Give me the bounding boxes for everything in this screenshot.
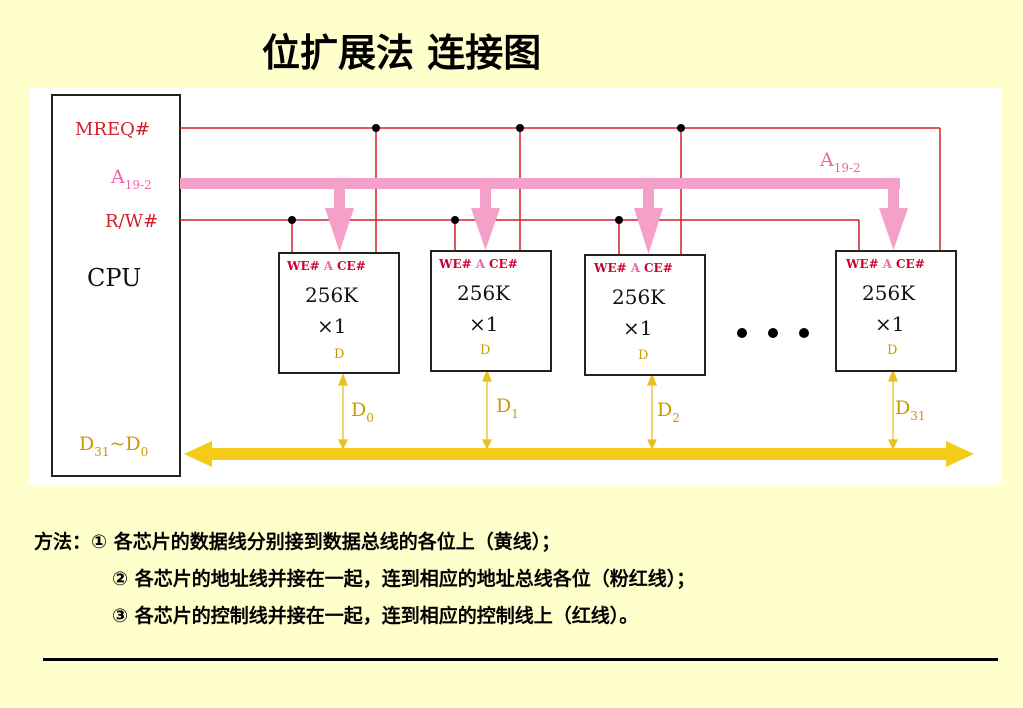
connection-diagram: CPU MREQ# A19-2 R/W# D31~D0 (51, 94, 974, 477)
method-line-1: 方法：① 各芯片的数据线分别接到数据总线的各位上（黄线）； (34, 524, 695, 561)
mreq-label: MREQ# (75, 119, 150, 140)
method-line-2: ② 各芯片的地址线并接在一起，连到相应的地址总线各位（粉红线）； (34, 561, 695, 598)
junction-dot (677, 124, 685, 132)
chip-capacity: 256K (862, 281, 916, 305)
page-title: 位扩展法 连接图 (262, 31, 542, 75)
data-lines (337, 369, 899, 450)
address-bus-label: A19-2 (819, 149, 861, 175)
data-bus (184, 441, 974, 467)
ellipsis-dots (737, 328, 809, 338)
address-label-cpu: A19-2 (110, 166, 152, 192)
chip-data-bit: D1 (496, 395, 519, 421)
method-step: ② 各芯片的地址线并接在一起，连到相应的地址总线各位（粉红线）； (112, 568, 696, 590)
chip-width: ×1 (469, 312, 498, 336)
cpu-box (51, 94, 181, 477)
junction-dot (372, 124, 380, 132)
diagram-panel: CPU MREQ# A19-2 R/W# D31~D0 (29, 88, 1001, 485)
address-bus (180, 178, 908, 254)
chip-capacity: 256K (457, 281, 511, 305)
cpu-label: CPU (87, 264, 141, 292)
method-line-3: ③ 各芯片的控制线并接在一起，连到相应的控制线上（红线）。 (34, 598, 695, 635)
chip-data-bit: D2 (657, 399, 680, 425)
chip-data-bit: D0 (351, 399, 374, 425)
method-step: ① 各芯片的数据线分别接到数据总线的各位上（黄线）； (91, 531, 561, 553)
chip-data-pin: D (334, 347, 344, 362)
data-bus-label-cpu: D31~D0 (79, 433, 148, 459)
junction-dot (288, 216, 296, 224)
chip-capacity: 256K (612, 285, 666, 309)
chip-width: ×1 (875, 312, 904, 336)
junction-dot (615, 216, 623, 224)
chip-data-pin: D (480, 343, 490, 358)
junction-dot (451, 216, 459, 224)
divider (43, 658, 998, 661)
method-prefix: 方法： (34, 531, 92, 553)
rw-label: R/W# (105, 211, 158, 232)
junction-dot (516, 124, 524, 132)
method-step: ③ 各芯片的控制线并接在一起，连到相应的控制线上（红线）。 (112, 605, 639, 627)
chip-data-pin: D (887, 343, 897, 358)
chip-data-pin: D (638, 348, 648, 363)
chip-width: ×1 (623, 316, 652, 340)
chip-width: ×1 (317, 314, 346, 338)
chip-data-bit: D31 (895, 397, 926, 423)
chip-capacity: 256K (305, 283, 359, 307)
method-description: 方法：① 各芯片的数据线分别接到数据总线的各位上（黄线）； ② 各芯片的地址线并… (34, 524, 695, 635)
mreq-line (180, 127, 941, 254)
